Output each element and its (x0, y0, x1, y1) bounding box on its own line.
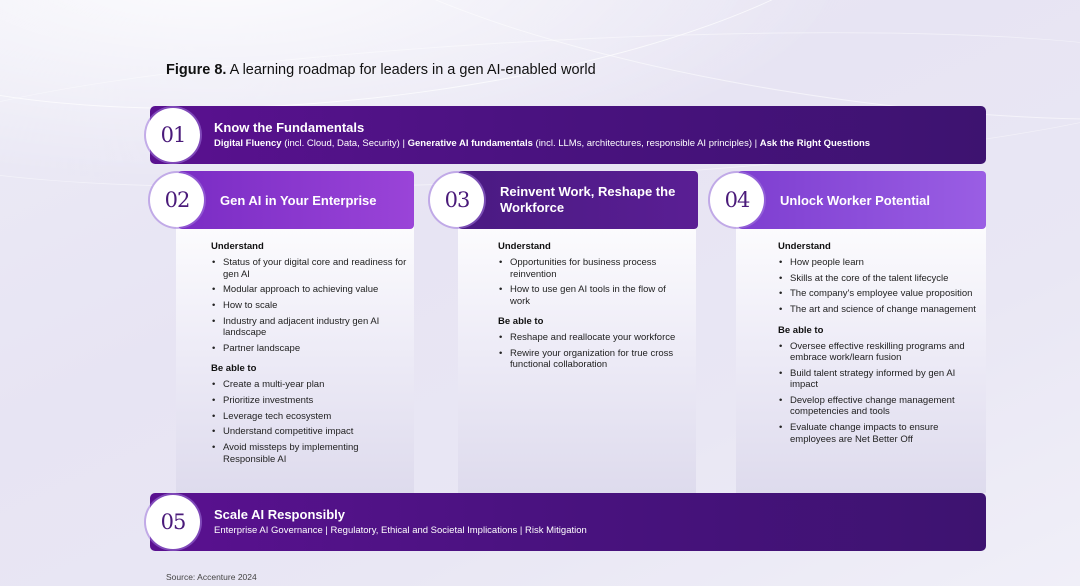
list-item: Industry and adjacent industry gen AI la… (211, 316, 411, 339)
list-item: How people learn (778, 257, 983, 269)
list-item: Prioritize investments (211, 395, 411, 407)
list-item: How to use gen AI tools in the flow of w… (498, 284, 678, 307)
be-able-to-heading: Be able to (778, 324, 824, 336)
step-05-number: 05 (146, 495, 200, 549)
step-01-subtitle: Digital Fluency (incl. Cloud, Data, Secu… (214, 138, 870, 149)
step-03-header: Reinvent Work, Reshape the Workforce (458, 171, 698, 229)
source-note: Source: Accenture 2024 (166, 572, 257, 582)
list-item: Build talent strategy informed by gen AI… (778, 368, 983, 391)
be-able-to-list: Create a multi-year plan Prioritize inve… (211, 379, 411, 465)
be-able-to-list: Reshape and reallocate your workforce Re… (498, 332, 678, 371)
be-able-to-list: Oversee effective reskilling programs an… (778, 341, 983, 446)
step-04-number: 04 (710, 173, 764, 227)
list-item: Skills at the core of the talent lifecyc… (778, 273, 983, 285)
step-02-content: Understand Status of your digital core a… (211, 241, 411, 469)
figure-title-text: A learning roadmap for leaders in a gen … (229, 62, 596, 78)
step-03-content: Understand Opportunities for business pr… (498, 241, 678, 375)
step-01-part-2-text: (incl. LLMs, architectures, responsible … (532, 138, 760, 149)
step-01-title: Know the Fundamentals (214, 120, 365, 135)
step-03-column: Reinvent Work, Reshape the Workforce 03 … (430, 171, 698, 493)
step-04-title: Unlock Worker Potential (780, 193, 931, 208)
understand-list: How people learn Skills at the core of t… (778, 257, 983, 316)
list-item: The art and science of change management (778, 304, 983, 316)
step-04-header: Unlock Worker Potential (738, 171, 986, 229)
step-04-column: Unlock Worker Potential 04 Understand Ho… (710, 171, 986, 493)
step-05-title: Scale AI Responsibly (214, 507, 346, 522)
list-item: Partner landscape (211, 343, 411, 355)
list-item: Reshape and reallocate your workforce (498, 332, 678, 344)
list-item: How to scale (211, 300, 411, 312)
figure-title: Figure 8. A learning roadmap for leaders… (166, 62, 596, 78)
list-item: Opportunities for business process reinv… (498, 257, 678, 280)
understand-heading: Understand (498, 241, 551, 252)
be-able-to-heading: Be able to (498, 316, 544, 328)
list-item: Develop effective change management comp… (778, 395, 983, 418)
understand-list: Status of your digital core and readines… (211, 257, 411, 354)
understand-list: Opportunities for business process reinv… (498, 257, 678, 307)
step-03-number: 03 (430, 173, 484, 227)
step-03-title: Reinvent Work, Reshape the Workforce (500, 184, 676, 215)
step-01-part-3-bold: Ask the Right Questions (759, 138, 871, 149)
step-01-number: 01 (146, 108, 200, 162)
list-item: Status of your digital core and readines… (211, 257, 411, 280)
understand-heading: Understand (211, 241, 264, 252)
figure-label: Figure 8. (166, 62, 227, 78)
list-item: Understand competitive impact (211, 426, 411, 438)
step-05-band: 05 Scale AI Responsibly Enterprise AI Go… (146, 493, 986, 551)
step-01-part-2-bold: Generative AI fundamentals (407, 138, 533, 149)
list-item: Avoid missteps by implementing Responsib… (211, 442, 411, 465)
step-02-title: Gen AI in Your Enterprise (220, 193, 377, 208)
step-01-part-1-text: (incl. Cloud, Data, Security) | (281, 138, 408, 149)
step-02-header: Gen AI in Your Enterprise (178, 171, 414, 229)
list-item: Modular approach to achieving value (211, 284, 411, 296)
list-item: Evaluate change impacts to ensure employ… (778, 422, 983, 445)
step-05-subtitle: Enterprise AI Governance | Regulatory, E… (214, 525, 587, 536)
list-item: Leverage tech ecosystem (211, 411, 411, 423)
step-02-number: 02 (150, 173, 204, 227)
step-01-part-1-bold: Digital Fluency (214, 138, 282, 149)
list-item: Oversee effective reskilling programs an… (778, 341, 983, 364)
understand-heading: Understand (778, 241, 831, 252)
step-04-content: Understand How people learn Skills at th… (778, 241, 983, 449)
step-02-column: Gen AI in Your Enterprise 02 Understand … (150, 171, 414, 493)
list-item: Rewire your organization for true cross … (498, 348, 678, 371)
be-able-to-heading: Be able to (211, 363, 257, 375)
list-item: The company's employee value proposition (778, 288, 983, 300)
step-01-band: 01 Know the Fundamentals Digital Fluency… (146, 106, 986, 164)
list-item: Create a multi-year plan (211, 379, 411, 391)
